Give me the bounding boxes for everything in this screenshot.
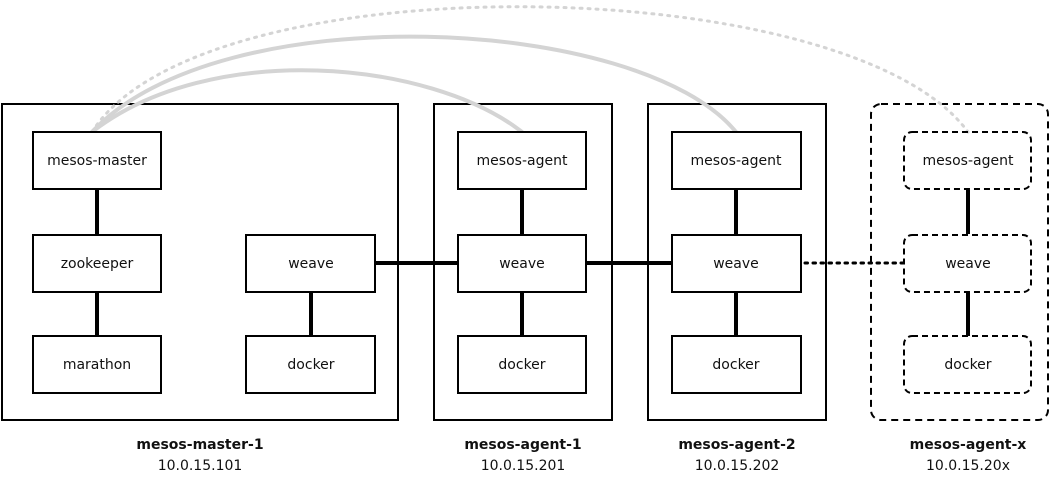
- component-label: mesos-agent: [923, 153, 1014, 169]
- component-label: weave: [499, 256, 545, 272]
- component-label: zookeeper: [61, 256, 134, 272]
- component-docker-master: docker: [245, 335, 376, 394]
- host-name: mesos-agent-2: [678, 437, 795, 453]
- component-docker-agent-2: docker: [671, 335, 802, 394]
- component-label: docker: [287, 357, 334, 373]
- component-weave-agent-2: weave: [671, 234, 802, 293]
- component-label: weave: [288, 256, 334, 272]
- component-label: mesos-master: [47, 153, 147, 169]
- component-mesos-agent-1: mesos-agent: [457, 131, 587, 190]
- component-label: marathon: [63, 357, 131, 373]
- master-agent-1-arc: [90, 68, 524, 134]
- component-mesos-master: mesos-master: [32, 131, 162, 190]
- component-label: mesos-agent: [477, 153, 568, 169]
- component-marathon: marathon: [32, 335, 162, 394]
- master-agent-x-arc: [90, 5, 970, 134]
- component-weave-agent-1: weave: [457, 234, 587, 293]
- component-label: weave: [945, 256, 991, 272]
- host-name: mesos-agent-1: [464, 437, 581, 453]
- component-zookeeper: zookeeper: [32, 234, 162, 293]
- component-label: docker: [944, 357, 991, 373]
- host-name: mesos-master-1: [136, 437, 263, 453]
- component-docker-agent-1: docker: [457, 335, 587, 394]
- component-label: mesos-agent: [691, 153, 782, 169]
- host-ip: 10.0.15.20x: [926, 458, 1010, 474]
- component-docker-agent-x: docker: [903, 335, 1032, 394]
- component-weave-agent-x: weave: [903, 234, 1032, 293]
- component-label: weave: [713, 256, 759, 272]
- component-label: docker: [498, 357, 545, 373]
- component-label: docker: [712, 357, 759, 373]
- component-weave-master: weave: [245, 234, 376, 293]
- component-mesos-agent-x: mesos-agent: [903, 131, 1032, 190]
- host-name: mesos-agent-x: [910, 437, 1027, 453]
- host-ip: 10.0.15.202: [695, 458, 780, 474]
- master-agent-2-arc: [90, 34, 738, 134]
- host-ip: 10.0.15.201: [481, 458, 566, 474]
- component-mesos-agent-2: mesos-agent: [671, 131, 802, 190]
- host-ip: 10.0.15.101: [158, 458, 243, 474]
